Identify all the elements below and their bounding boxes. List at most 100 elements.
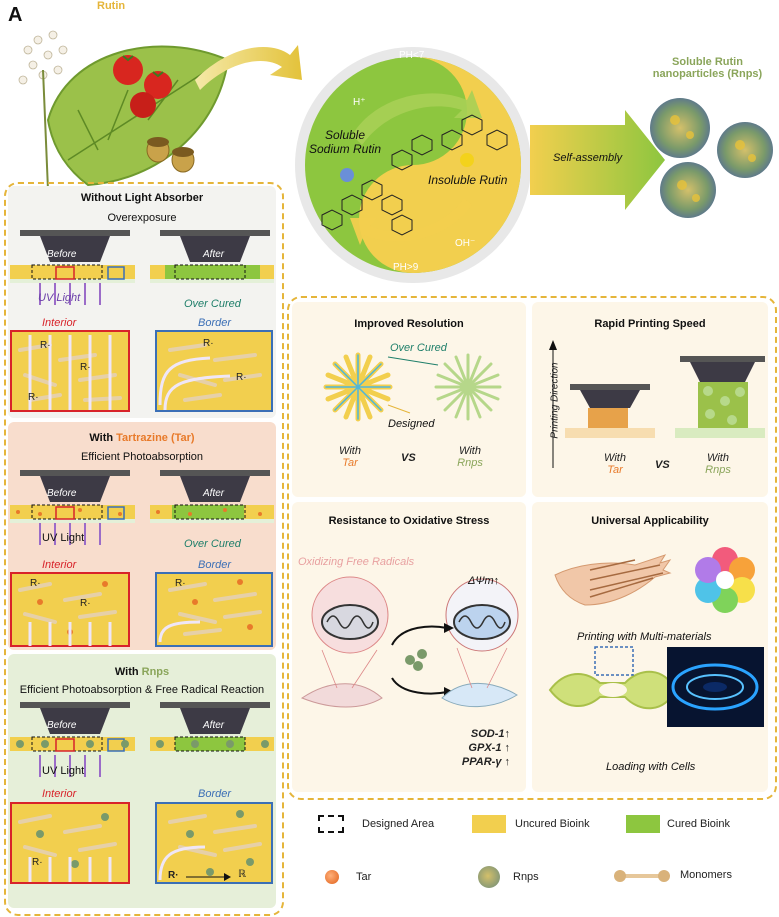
- legend-tar-label: Tar: [356, 871, 372, 883]
- section1-uv-label: UV Light: [38, 292, 81, 304]
- section2-title-prefix: With: [89, 432, 117, 444]
- oh-minus-label: OH⁻: [455, 238, 476, 249]
- rnps-title-line2: nanoparticles (Rnps): [652, 68, 763, 80]
- rnps-title-line1: Soluble Rutin: [672, 56, 743, 68]
- soluble-sodium-rutin-line2: Sodium Rutin: [308, 142, 382, 156]
- section1-subtitle: Overexposure: [107, 212, 177, 224]
- section2-subtitle: Efficient Photoabsorption: [80, 451, 204, 463]
- rutin-plants-illustration: [18, 30, 230, 191]
- oxidative-title: Resistance to Oxidative Stress: [328, 515, 490, 527]
- section1-printing-schematic: [10, 230, 274, 305]
- section3-interior-label: Interior: [42, 788, 77, 800]
- insoluble-rutin-label: Insoluble Rutin: [428, 173, 508, 187]
- printing-direction-label: Printing Direction: [549, 362, 561, 439]
- resolution-with2-text: With: [459, 445, 481, 457]
- printing-vs-label: VS: [655, 459, 670, 471]
- rutin-ph-cycle-diagram: [295, 47, 531, 283]
- section2-interior-label: Interior: [42, 559, 77, 571]
- printing-with-rnps: With Rnps: [693, 452, 743, 476]
- section3-after-label: After: [203, 720, 225, 731]
- section2-border-label: Border: [198, 559, 232, 571]
- section1-radical-5: R·: [236, 372, 247, 383]
- section3-printing-schematic: [10, 702, 274, 777]
- section3-eq-left: R·: [168, 870, 179, 881]
- panel-a-letter: A: [8, 4, 23, 26]
- section1-radical-1: R·: [40, 340, 51, 351]
- rnps-nanoparticles: [650, 98, 773, 218]
- section3-before-label: Before: [47, 720, 77, 731]
- section3-title-prefix: With: [114, 666, 142, 678]
- section3-uv-label: UV Light: [42, 765, 85, 777]
- legend-uncured-label: Uncured Bioink: [515, 818, 590, 830]
- multi-materials-label: Printing with Multi-materials: [577, 631, 712, 643]
- resolution-rnps-text: Rnps: [457, 457, 483, 469]
- legend-monomer-swatch: [614, 870, 670, 882]
- section1-detail-boxes: [10, 330, 273, 412]
- legend-designed-area-label: Designed Area: [362, 818, 435, 830]
- resolution-vs-label: VS: [401, 452, 416, 464]
- gene-list: SOD-1↑ GPX-1 ↑ PPAR-γ ↑: [440, 727, 510, 769]
- soluble-sodium-rutin-label: Soluble Sodium Rutin: [305, 128, 385, 156]
- loading-cells-label: Loading with Cells: [606, 761, 696, 773]
- legend-uncured-swatch: [472, 815, 506, 833]
- universal-title: Universal Applicability: [591, 515, 709, 527]
- panel-b-container: [4, 182, 284, 916]
- resolution-designed-label: Designed: [388, 418, 435, 430]
- printing-with-tar: With Tar: [595, 452, 635, 476]
- section1-after-label: After: [203, 249, 225, 260]
- section2-uv-label: UV Light: [42, 532, 85, 544]
- legend-rnps-label: Rnps: [513, 871, 539, 883]
- section1-interior-label: Interior: [42, 317, 77, 329]
- section3-eq-arrow: [186, 873, 231, 881]
- section2-radical-1: R·: [30, 578, 41, 589]
- resolution-over-cured-label: Over Cured: [390, 342, 447, 354]
- improved-resolution-title: Improved Resolution: [354, 318, 464, 330]
- ph-high-label: PH>9: [393, 262, 419, 273]
- section1-before-label: Before: [47, 249, 77, 260]
- printing-tar-text: Tar: [607, 464, 623, 476]
- section3-radical-1: R·: [32, 857, 43, 868]
- legend-cured-label: Cured Bioink: [667, 818, 730, 830]
- legend-designed-area-swatch: [318, 815, 344, 833]
- rutin-label: Rutin: [97, 0, 126, 12]
- legend-tar-swatch: [325, 870, 339, 884]
- section1-radical-3: R·: [28, 392, 39, 403]
- section2-detail-boxes: [10, 572, 273, 647]
- printing-with1-text: With: [604, 452, 626, 464]
- ph-low-label: PH<7: [399, 50, 425, 61]
- gene-gpx1: GPX-1 ↑: [468, 742, 510, 754]
- soluble-sodium-rutin-line1: Soluble: [324, 128, 366, 142]
- section2-before-label: Before: [47, 488, 77, 499]
- resolution-with-rnps: With Rnps: [445, 445, 495, 469]
- section2-title-accent: Tartrazine (Tar): [116, 432, 195, 444]
- delta-psi-label: ΔΨm↑: [468, 575, 500, 587]
- section1-over-cured-label: Over Cured: [184, 298, 241, 310]
- section1-border-label: Border: [198, 317, 232, 329]
- section2-printing-schematic: [10, 470, 274, 545]
- panel-c-container: [287, 296, 777, 800]
- printing-with2-text: With: [707, 452, 729, 464]
- self-assembly-label: Self-assembly: [553, 152, 623, 164]
- resolution-with1-text: With: [339, 445, 361, 457]
- resolution-tar-text: Tar: [342, 457, 358, 469]
- legend-monomers-label: Monomers: [680, 869, 732, 881]
- section2-after-label: After: [203, 488, 225, 499]
- plant-to-rutin-arrow: [195, 45, 302, 90]
- self-assembly-arrow: [530, 110, 665, 210]
- printing-speed-schematic: [565, 356, 765, 438]
- rapid-printing-title: Rapid Printing Speed: [594, 318, 706, 330]
- printing-direction-arrow: [549, 340, 557, 468]
- section3-eq-right: ℝ: [238, 869, 246, 880]
- section3-title-accent: Rnps: [141, 666, 170, 678]
- section2-radical-3: R·: [175, 578, 186, 589]
- h-plus-label: H⁺: [353, 97, 366, 108]
- section1-radical-2: R·: [80, 362, 91, 373]
- section2-over-cured-label: Over Cured: [184, 538, 241, 550]
- gene-ppar: PPAR-γ ↑: [461, 756, 510, 768]
- section3-subtitle: Efficient Photoabsorption & Free Radical…: [19, 684, 265, 696]
- oxidative-cell-diagram: [300, 576, 519, 708]
- gene-sod1: SOD-1↑: [470, 728, 510, 740]
- resolution-stars: [323, 352, 502, 422]
- section3-detail-boxes: [10, 802, 273, 884]
- legend-cured-swatch: [626, 815, 660, 833]
